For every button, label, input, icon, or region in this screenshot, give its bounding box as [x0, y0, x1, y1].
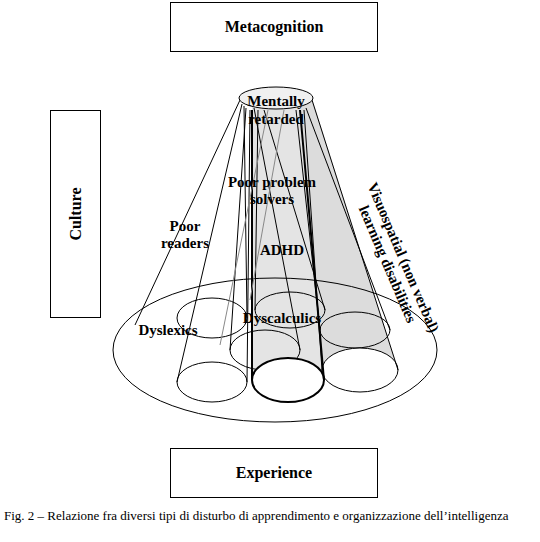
node-text: Metacognition	[225, 18, 324, 36]
cone-label: Dyslexics	[128, 322, 208, 339]
heading-box: Metacognition	[170, 2, 378, 52]
cone-label: ADHD	[252, 242, 312, 259]
node-text: Mentally retarded	[238, 86, 314, 128]
cone-label: Poor readers	[150, 218, 220, 252]
cone-top-ellipse: Mentally retarded	[238, 86, 314, 136]
cone-label: Poor problem solvers	[222, 174, 322, 208]
cone-label: Dyscalculics	[232, 310, 332, 327]
base-box: Experience	[170, 448, 378, 498]
node-text: Culture	[67, 187, 85, 240]
side-box: Culture	[50, 110, 101, 318]
figure-caption: Fig. 2 – Relazione fra diversi tipi di d…	[4, 508, 524, 523]
node-text: Experience	[236, 464, 312, 482]
